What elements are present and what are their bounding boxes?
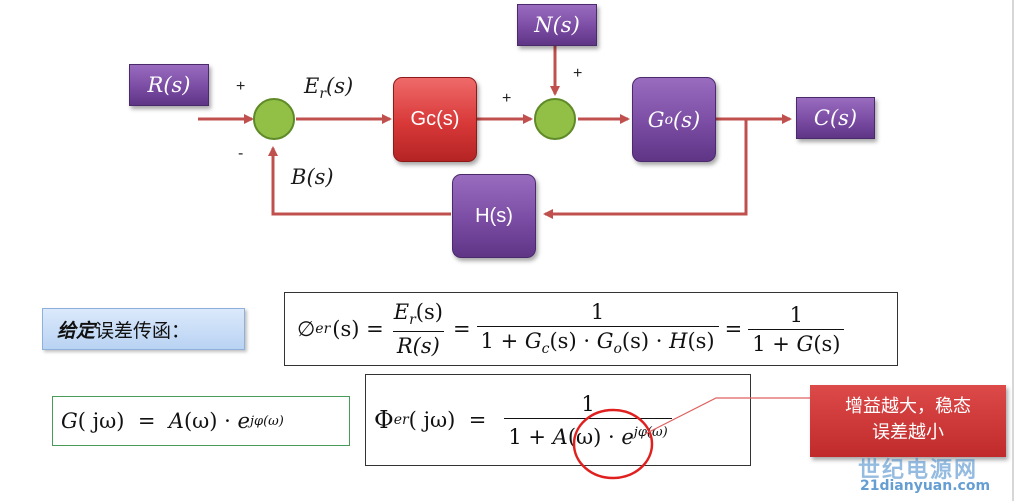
loop-den-g-sub: c [541, 341, 550, 358]
phi-er-jw-fraction: 1 1 + A(ω) · ejφ(ω) [504, 391, 672, 449]
watermark-url: 21dianyuan.com [860, 478, 991, 494]
output-signal-box: C(s) [796, 97, 875, 139]
controller-label: Gc(s) [410, 108, 460, 130]
simple-den-t1: 1 + [752, 331, 797, 356]
g-jw-lhs: G [61, 409, 78, 433]
loop-den-go: G [596, 329, 614, 354]
given-error-tf-label: 给定误差传函： [42, 308, 245, 350]
slide-right-border [1012, 0, 1014, 501]
error-signal-sub: r [319, 86, 327, 103]
g-jw-a-arg: (ω) [183, 409, 218, 433]
loop-den-a3: (s) [687, 329, 715, 354]
output-signal-name: C [813, 106, 830, 130]
input-signal-arg: (s) [163, 73, 191, 97]
error-tf-equation: ∅er(s) = Er(s) R(s) = 1 1 + Gc(s) · Go(s… [284, 292, 898, 366]
fraction-simple-numerator: 1 [789, 302, 804, 327]
feedback-signal-arg: (s) [306, 165, 334, 189]
er-sub: r [409, 312, 416, 329]
controller-block: Gc(s) [393, 77, 477, 162]
feedback-path-left [268, 146, 451, 216]
phi-symbol: ∅ [297, 317, 316, 341]
summing-junction-2 [534, 98, 576, 140]
plant-name: G [647, 107, 665, 132]
noise-signal-name: N [534, 13, 553, 37]
loop-den-a1: (s) · [549, 329, 597, 354]
g-jw-e: e [237, 409, 250, 433]
loop-den-g: G [524, 329, 542, 354]
phi-er-jw-den-e: e [621, 424, 634, 449]
fraction-er-over-r: Er(s) R(s) [390, 300, 447, 358]
fraction-r-denominator: R(s) [392, 330, 444, 358]
g-jw-dot: · [217, 409, 238, 433]
feedback-signal-label: B(s) [291, 165, 334, 189]
simple-den-arg: (s) [813, 331, 841, 356]
given-error-tf-label-bold: 给定 [57, 319, 96, 342]
site-watermark: 世纪电源网 21dianyuan.com [858, 452, 990, 494]
plant-arg: (s) [673, 107, 701, 132]
plant-sub: o [664, 111, 674, 128]
noise-signal-arg: (s) [552, 13, 580, 37]
loop-den-h: H [669, 329, 688, 354]
g-jw-a: A [168, 409, 184, 433]
sum1-plus-sign: + [236, 78, 246, 95]
feedback-signal-name: B [291, 165, 307, 189]
er-arg: (s) [415, 300, 443, 325]
feedback-path-right [543, 119, 748, 219]
sum2-plus-left-sign: + [502, 90, 512, 107]
error-signal-label: Er(s) [304, 74, 353, 102]
sum1-minus-sign: - [238, 145, 244, 162]
phi-er-jw-den-a-arg: (ω) [567, 424, 602, 449]
phi-er-jw-arg: ( jω) = [408, 408, 487, 432]
g-jw-exponent: jφ(ω) [249, 413, 284, 429]
loop-den-go-sub: o [613, 341, 622, 358]
loop-den-a2: (s) · [621, 329, 670, 354]
phi-er-jw-den-pre: 1 + [508, 424, 553, 449]
sensor-label: H(s) [475, 204, 513, 227]
loop-den-t1: 1 + [480, 329, 525, 354]
phi-er-jw-den-a: A [552, 424, 568, 449]
phi-er-jw-den-dot: · [601, 424, 622, 449]
callout-line-2: 误差越小 [872, 422, 944, 443]
fraction-simple: 1 1 + G(s) [748, 302, 845, 356]
equals-sign-2: = [724, 317, 743, 341]
callout-line-1: 增益越大，稳态 [845, 396, 971, 417]
phi-er-jw-denominator: 1 + A(ω) · ejφ(ω) [504, 417, 672, 449]
input-signal-box: R(s) [129, 64, 209, 106]
phi-sub: er [315, 321, 331, 337]
fraction-loop-denominator: 1 + Gc(s) · Go(s) · H(s) [476, 326, 719, 358]
er-name: E [393, 300, 410, 325]
gain-callout: 增益越大，稳态 误差越小 [810, 385, 1006, 457]
noise-signal-box: N(s) [517, 4, 597, 46]
g-jw-arg: ( jω) = [77, 409, 169, 433]
fraction-loop: 1 1 + Gc(s) · Go(s) · H(s) [476, 300, 719, 358]
simple-den-g: G [796, 331, 814, 356]
fraction-er-numerator: Er(s) [390, 300, 447, 330]
given-error-tf-label-rest: 误差传函： [95, 319, 191, 342]
fraction-simple-denominator: 1 + G(s) [748, 328, 845, 356]
phi-er-jw-sub: er [393, 412, 409, 428]
summing-junction-1 [253, 98, 295, 140]
phi-er-jw-den-exponent: jφ(ω) [633, 424, 668, 440]
phi-er-jw-lhs: Φ [374, 406, 394, 434]
sensor-block: H(s) [452, 174, 536, 258]
input-signal-name: R [147, 73, 164, 97]
error-signal-arg: (s) [326, 74, 354, 98]
fraction-loop-numerator: 1 [590, 300, 605, 325]
sum2-plus-top-sign: + [573, 65, 583, 82]
watermark-title: 世纪电源网 [858, 458, 979, 483]
equals-sign-1: = [452, 317, 471, 341]
error-signal-name: E [304, 74, 320, 98]
output-signal-arg: (s) [829, 106, 858, 130]
phi-arg: (s) = [332, 317, 384, 341]
phi-er-jw-numerator: 1 [581, 391, 595, 416]
